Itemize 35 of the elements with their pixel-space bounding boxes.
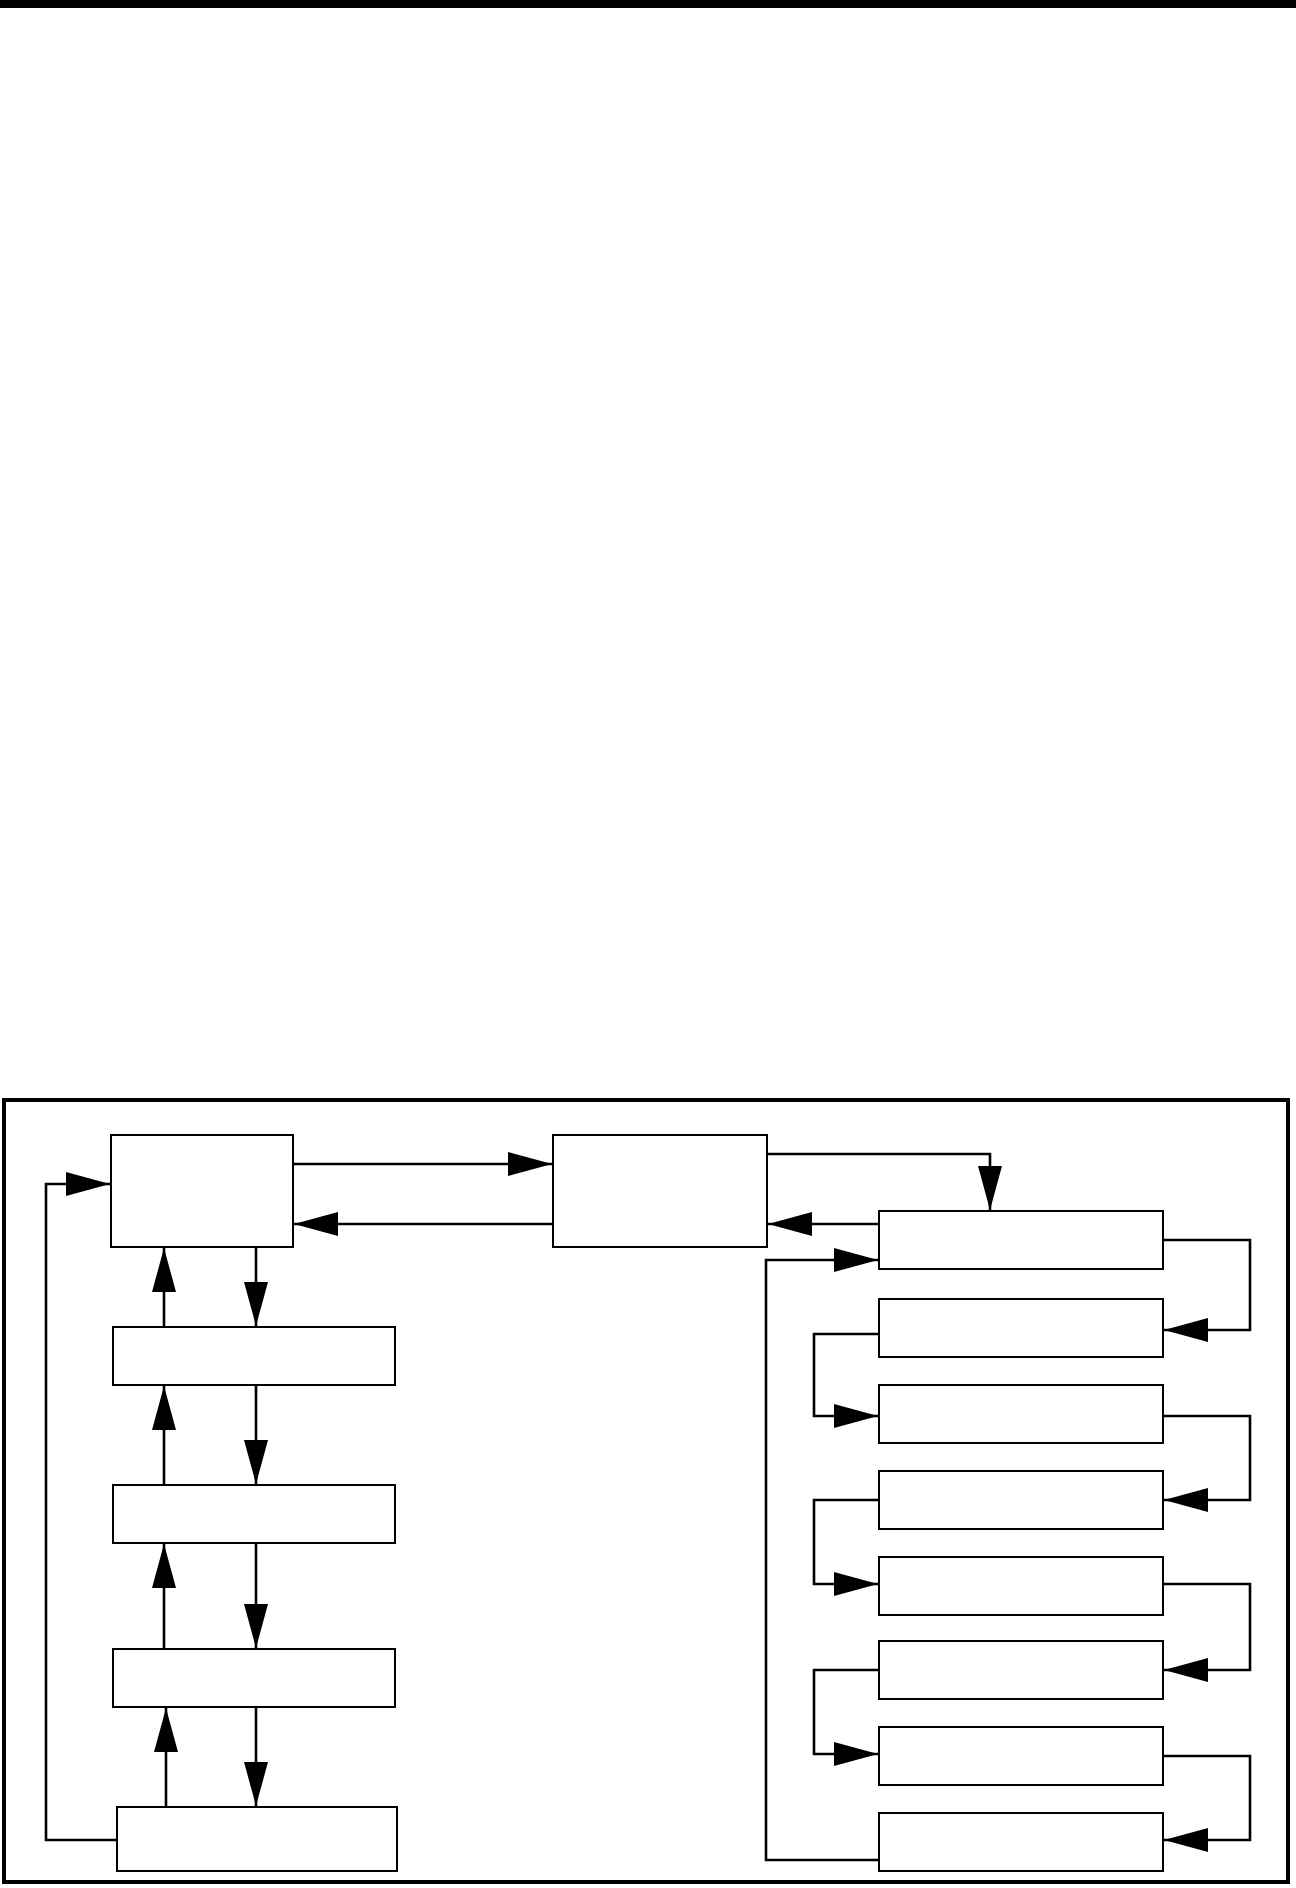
arrow [152, 1386, 176, 1484]
arrow [764, 1248, 878, 1862]
arrow [1164, 1414, 1252, 1512]
arrow [294, 1212, 552, 1236]
arrow [812, 1332, 878, 1428]
arrow [1164, 1582, 1252, 1682]
arrow [244, 1248, 268, 1326]
process-box [112, 1484, 396, 1544]
arrow [1164, 1754, 1252, 1852]
process-box [878, 1556, 1164, 1616]
process-box [878, 1210, 1164, 1270]
process-box [112, 1326, 396, 1386]
arrow [154, 1708, 178, 1806]
arrow [1164, 1238, 1252, 1342]
arrow [768, 1212, 878, 1236]
arrow [768, 1152, 1002, 1210]
arrow [812, 1668, 878, 1766]
arrow [44, 1172, 116, 1842]
arrow [294, 1152, 552, 1176]
process-box [110, 1134, 294, 1248]
process-box [116, 1806, 398, 1872]
arrow [244, 1544, 268, 1648]
process-box [878, 1384, 1164, 1444]
arrow [152, 1544, 176, 1648]
process-box [878, 1298, 1164, 1358]
arrow [812, 1498, 878, 1596]
process-box [878, 1640, 1164, 1700]
arrow [244, 1386, 268, 1484]
process-box [878, 1726, 1164, 1786]
arrow [152, 1248, 176, 1326]
process-box [878, 1812, 1164, 1872]
arrow [244, 1708, 268, 1806]
process-box [878, 1470, 1164, 1530]
process-box [552, 1134, 768, 1248]
process-box [112, 1648, 396, 1708]
